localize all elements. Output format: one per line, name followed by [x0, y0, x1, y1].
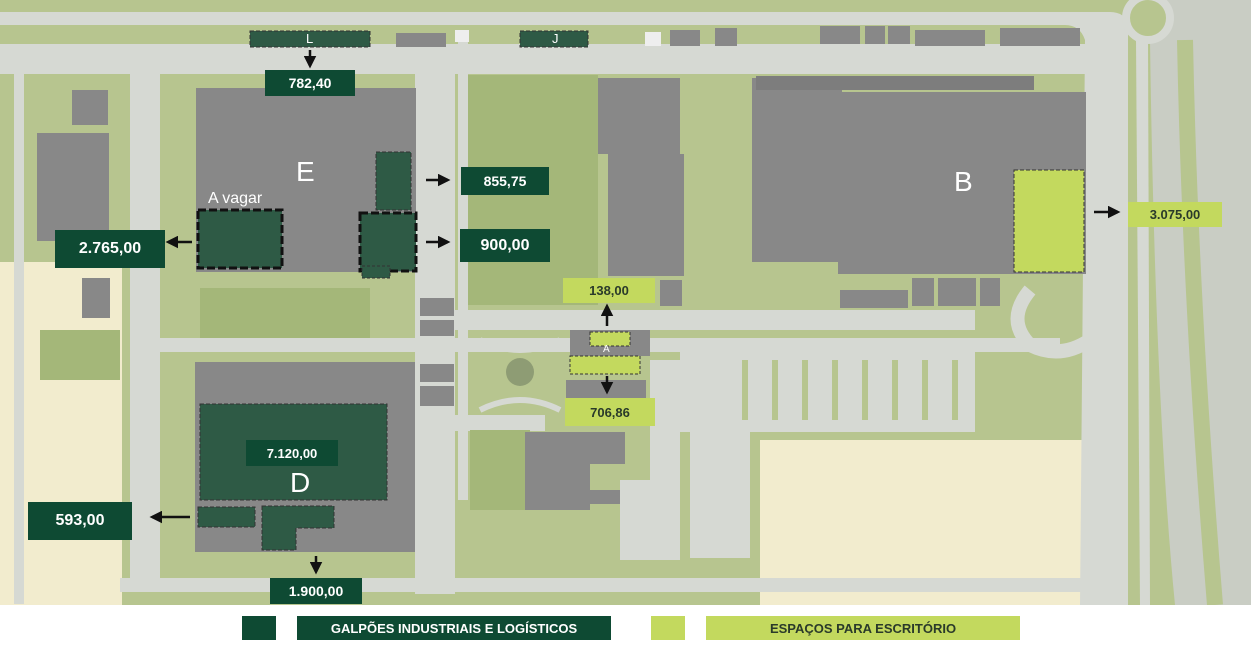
area-label-e-right-lower: 900,00: [460, 229, 550, 262]
legend-label-offices: ESPAÇOS PARA ESCRITÓRIO: [706, 616, 1020, 640]
area-label-e-top: 782,40: [265, 70, 355, 96]
guard-house: [455, 30, 469, 42]
arrows: [149, 50, 1121, 575]
area-label-d-left: 593,00: [28, 502, 132, 540]
area-label-b-right: 3.075,00: [1128, 202, 1222, 227]
building-d-letter: D: [290, 467, 311, 498]
e-space-right-upper: [375, 151, 412, 211]
small-buildings: [37, 26, 1080, 406]
d-space-small: [197, 506, 256, 528]
building-e-letter: E: [296, 156, 315, 187]
b-office-space: [1013, 169, 1085, 273]
roads: [0, 12, 1150, 605]
building-b-letter: B: [954, 166, 973, 197]
area-label-d-bottom: 1.900,00: [270, 578, 362, 604]
restaurant: [525, 432, 625, 464]
d-space-bottom: [261, 505, 335, 551]
area-label-e-left: 2.765,00: [55, 230, 165, 268]
area-label-a-bottom: 706,86: [565, 398, 655, 426]
building-b: [752, 78, 842, 262]
plaza-pond: [506, 358, 534, 386]
e-space-left: [196, 208, 284, 270]
legend-swatch-offices: [651, 616, 685, 640]
legend-swatch-warehouses: [242, 616, 276, 640]
building-j-letter: J: [552, 31, 559, 46]
building-a-letter: A: [603, 344, 610, 355]
e-space-right-lower: [358, 211, 418, 273]
legend-label-warehouses: GALPÕES INDUSTRIAIS E LOGÍSTICOS: [297, 616, 611, 640]
area-label-a-top: 138,00: [563, 278, 655, 303]
area-label-e-right-upper: 855,75: [461, 167, 549, 195]
empty-lot-right: [760, 440, 1100, 605]
site-map: [0, 0, 1251, 605]
building-l-letter: L: [306, 31, 314, 46]
a-vagar-note: A vagar: [208, 190, 263, 207]
area-label-d-center: 7.120,00: [246, 440, 338, 466]
shed-l: [249, 30, 371, 48]
shed-j: [519, 30, 589, 48]
